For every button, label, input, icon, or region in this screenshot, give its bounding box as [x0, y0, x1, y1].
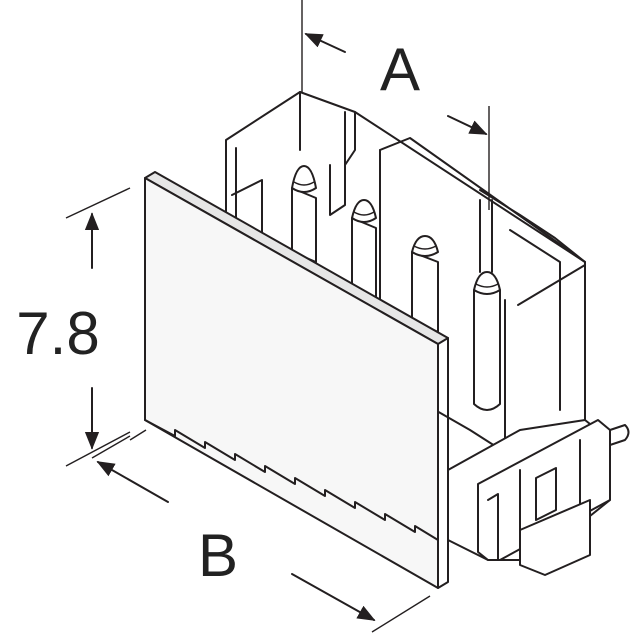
dimension-a-label: A — [380, 36, 420, 103]
dimension-height: 7.8 — [16, 187, 131, 467]
pin-1 — [291, 165, 317, 263]
pin-4 — [473, 199, 501, 411]
side-latch — [447, 419, 630, 576]
dimension-a-arrow-left — [304, 33, 346, 53]
pin-3 — [411, 235, 439, 333]
dimension-b-arrow-right — [291, 573, 376, 621]
pin-2 — [351, 199, 377, 301]
dimension-b: B — [91, 429, 431, 633]
front-wall — [144, 171, 449, 589]
dimension-b-arrow-left — [96, 461, 169, 503]
dimension-b-label: B — [198, 522, 238, 589]
dimension-a: A — [301, 0, 490, 210]
dimension-height-label: 7.8 — [16, 300, 99, 367]
dimension-a-arrow-right — [447, 115, 488, 135]
